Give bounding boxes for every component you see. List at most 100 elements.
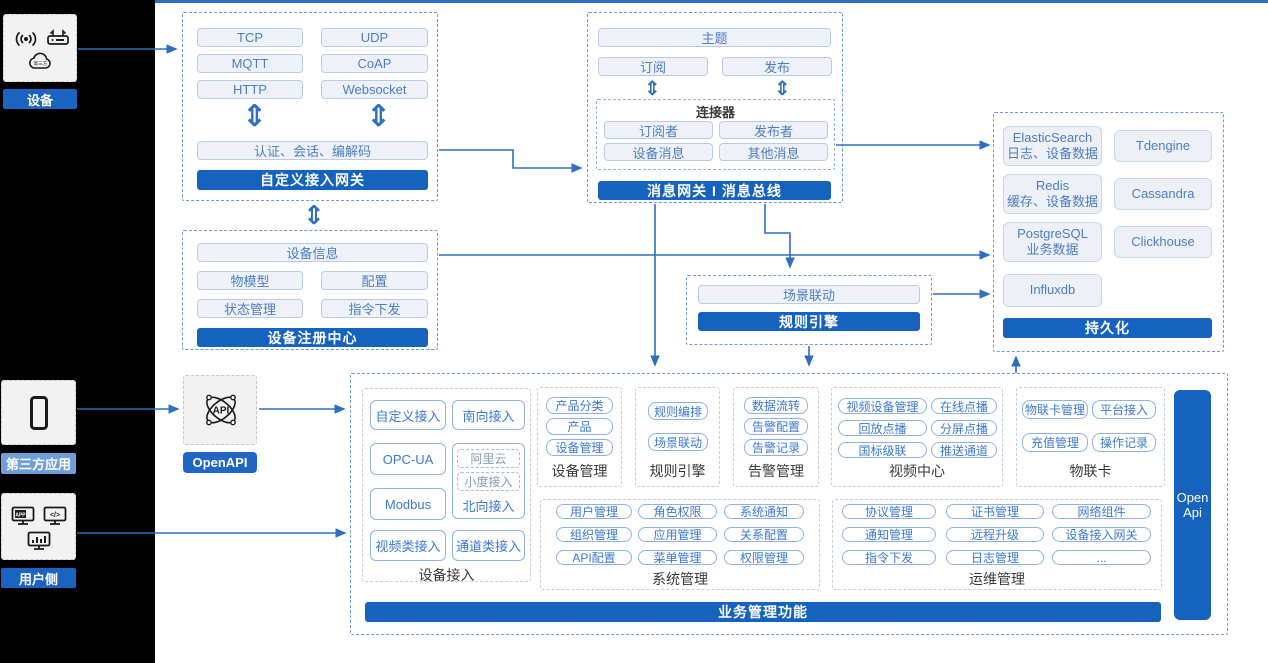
db-name: PostgreSQL — [1017, 225, 1088, 241]
svg-text:API: API — [213, 406, 230, 417]
db-desc: 缓存、设备数据 — [1006, 194, 1098, 209]
chart-monitor-icon — [27, 531, 51, 552]
db-name: Redis — [1035, 177, 1070, 193]
publish-pill: 发布 — [722, 57, 832, 76]
ops-mgmt-label: 运维管理 — [969, 571, 1025, 587]
persistence-title-bar: 持久化 — [1003, 318, 1212, 338]
updown-arrow-icon: ⇕ — [366, 100, 392, 133]
db-desc: 日志、设备数据 — [1006, 146, 1098, 161]
system-notice-pill: 系统通知 — [724, 504, 804, 519]
alarm-mgmt-box — [733, 387, 819, 487]
business-functions-bar: 业务管理功能 — [365, 602, 1161, 622]
video-center-box — [831, 387, 1003, 487]
api-config-pill: API配置 — [556, 550, 632, 565]
user-side-box: APP </> — [1, 493, 76, 560]
rule-engine-box — [635, 387, 720, 487]
video-access-pill: 视频类接入 — [370, 530, 446, 561]
product-category-pill: 产品分类 — [546, 397, 613, 414]
operation-record-pill: 操作记录 — [1092, 433, 1156, 452]
device-mgmt-box — [537, 387, 622, 487]
protocol-mgmt-pill: 协议管理 — [842, 504, 936, 519]
platform-access-pill: 平台接入 — [1092, 400, 1156, 419]
southbound-access-pill: 南向接入 — [452, 400, 525, 430]
device-access-box — [362, 388, 531, 582]
db-name: ElasticSearch — [1012, 129, 1093, 145]
publisher-pill: 发布者 — [719, 121, 828, 139]
aliyun-pill: 阿里云 — [457, 449, 520, 468]
updown-arrow-icon: ⇕ — [774, 78, 791, 100]
protocol-udp: UDP — [321, 28, 428, 47]
custom-access-pill: 自定义接入 — [370, 400, 446, 430]
northbound-access-box: 阿里云 小度接入 北向接入 — [452, 443, 525, 519]
org-mgmt-pill: 组织管理 — [556, 527, 632, 542]
menu-mgmt-pill: 菜单管理 — [638, 550, 717, 565]
online-play-pill: 在线点播 — [931, 398, 997, 414]
code-monitor-icon: </> — [43, 506, 67, 527]
command-dispatch-pill: 指令下发 — [842, 550, 936, 565]
relation-config-pill: 关系配置 — [724, 527, 804, 542]
openapi-atom-icon: API — [199, 387, 243, 433]
topic-pill: 主题 — [598, 28, 831, 47]
db-redis: Redis 缓存、设备数据 — [1003, 174, 1102, 214]
other-message-pill: 其他消息 — [719, 143, 828, 161]
user-mgmt-pill: 用户管理 — [556, 504, 632, 519]
video-center-label: 视频中心 — [889, 463, 945, 479]
db-elasticsearch: ElasticSearch 日志、设备数据 — [1003, 126, 1102, 166]
split-screen-pill: 分屏点播 — [931, 420, 997, 436]
scene-linkage-feature-pill: 场景联动 — [648, 433, 708, 451]
db-name: Influxdb — [1029, 282, 1076, 298]
app-monitor-icon: APP — [11, 506, 35, 527]
connector-box — [596, 99, 835, 170]
device-access-label: 设备接入 — [418, 567, 475, 583]
gb-cascade-pill: 国标级联 — [838, 442, 927, 458]
northbound-access-label: 北向接入 — [462, 499, 515, 514]
db-clickhouse: Clickhouse — [1114, 226, 1212, 258]
openapi-label: OpenAPI — [183, 452, 257, 473]
log-mgmt-pill: 日志管理 — [946, 550, 1044, 565]
notice-mgmt-pill: 通知管理 — [842, 527, 936, 542]
wireless-signal-icon — [13, 29, 39, 49]
db-postgresql: PostgreSQL 业务数据 — [1003, 222, 1102, 262]
rule-engine-group — [686, 275, 932, 345]
command-pill: 指令下发 — [321, 299, 428, 318]
custom-gateway-group — [182, 12, 438, 201]
permission-mgmt-pill: 权限管理 — [724, 550, 804, 565]
third-party-box — [1, 380, 76, 445]
db-name: Clickhouse — [1131, 233, 1195, 249]
db-tdengine: Tdengine — [1114, 130, 1212, 162]
iot-card-box — [1016, 387, 1165, 487]
rule-engine-label: 规则引擎 — [649, 463, 706, 479]
system-mgmt-box — [540, 499, 820, 590]
ellipsis-pill: ... — [1052, 550, 1151, 565]
device-label: 设备 — [3, 89, 77, 109]
device-message-pill: 设备消息 — [604, 143, 713, 161]
opc-ua-pill: OPC-UA — [370, 443, 446, 475]
svg-text:APP: APP — [15, 513, 26, 519]
svg-text:第三方: 第三方 — [34, 60, 48, 67]
cert-mgmt-pill: 证书管理 — [946, 504, 1044, 519]
phone-icon — [29, 395, 49, 431]
network-component-pill: 网络组件 — [1052, 504, 1151, 519]
open-api-vertical-bar: Open Api — [1174, 390, 1211, 620]
app-mgmt-pill: 应用管理 — [638, 527, 717, 542]
updown-arrow-icon: ⇕ — [303, 200, 325, 230]
protocol-coap: CoAP — [321, 54, 428, 73]
svg-text:</>: </> — [50, 512, 60, 519]
playback-pill: 回放点播 — [838, 420, 927, 436]
updown-arrow-icon: ⇕ — [644, 78, 661, 100]
session-codec-pill: 认证、会话、编解码 — [197, 141, 428, 160]
remote-upgrade-pill: 远程升级 — [946, 527, 1044, 542]
modbus-pill: Modbus — [370, 488, 446, 520]
system-mgmt-label: 系统管理 — [652, 571, 708, 587]
alarm-record-pill: 告警记录 — [744, 439, 808, 456]
alarm-mgmt-label: 告警管理 — [748, 463, 804, 479]
scene-linkage-pill: 场景联动 — [698, 285, 920, 304]
recharge-mgmt-pill: 充值管理 — [1022, 433, 1088, 452]
router-icon — [45, 27, 71, 49]
openapi-box: API — [183, 375, 257, 445]
subscriber-pill: 订阅者 — [604, 121, 713, 139]
custom-gateway-title-bar: 自定义接入网关 — [197, 170, 428, 190]
config-pill: 配置 — [321, 271, 428, 290]
device-mgmt-pill: 设备管理 — [546, 439, 613, 456]
